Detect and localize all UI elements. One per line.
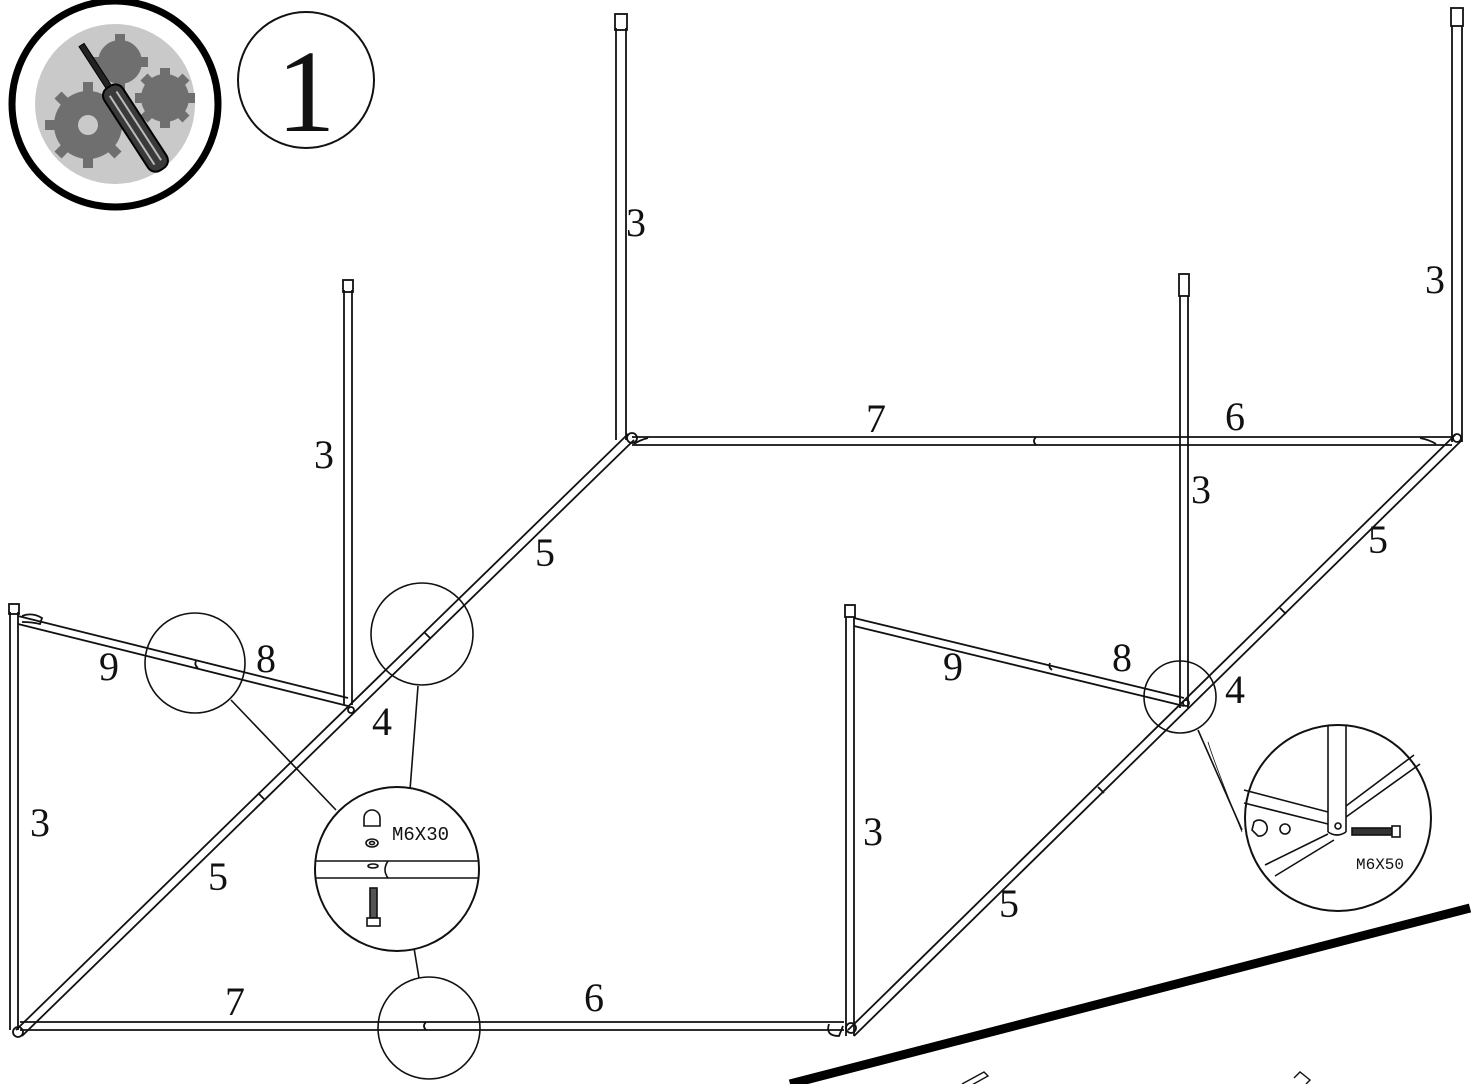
- label-diag-lower-right: 5: [999, 881, 1019, 926]
- callout-front-rail-joint: [377, 976, 481, 1080]
- label-joint-left-4: 4: [372, 699, 392, 744]
- callout-brace-joint: [144, 612, 246, 714]
- label-diag-lower-left: 5: [208, 854, 228, 899]
- label-brace-right-8: 8: [1112, 635, 1132, 680]
- label-brace-right-9: 9: [943, 644, 963, 689]
- pole-back-right-tall: [1450, 7, 1464, 442]
- pole-front-center: [844, 604, 856, 1036]
- bolt-label-m6x30: M6X30: [392, 824, 449, 846]
- detail-m6x50: M6X50: [1243, 724, 1432, 912]
- bolt-icon: [369, 887, 378, 919]
- callout-right-joint: [1143, 660, 1217, 734]
- label-pole-front-left: 3: [30, 800, 50, 845]
- detail-m6x30: M6X30: [314, 786, 480, 952]
- diag-right: [847, 433, 1463, 1037]
- label-joint-right-4: 4: [1225, 667, 1245, 712]
- label-rail-front-7: 7: [225, 979, 245, 1024]
- acorn-nut-icon: [363, 809, 381, 827]
- rail-front: [20, 1021, 844, 1031]
- pole-back-right-short: [1178, 273, 1190, 708]
- screwdriver-gears-icon: [8, 0, 222, 211]
- nut-icon: [365, 838, 379, 848]
- brace-right: [853, 617, 1185, 707]
- bolt-label-m6x50: M6X50: [1356, 856, 1404, 874]
- pole-back-left-short: [342, 279, 354, 705]
- label-diag-upper-left: 5: [535, 530, 555, 575]
- label-brace-left-8: 8: [256, 636, 276, 681]
- pole-front-left: [8, 603, 20, 1030]
- washer-icon: [1279, 823, 1291, 835]
- label-brace-left-9: 9: [99, 644, 119, 689]
- rail-back: [632, 436, 1452, 446]
- label-rail-front-6: 6: [584, 975, 604, 1020]
- partial-tubes: [961, 1071, 1312, 1087]
- brace-left: [17, 615, 349, 707]
- pole-back-center-tall: [614, 13, 628, 440]
- label-rail-back-7: 7: [866, 396, 886, 441]
- callout-diag-joint: [370, 582, 474, 686]
- bolt-icon: [1351, 827, 1395, 836]
- step-number: 1: [277, 26, 336, 157]
- label-pole-back-right-short: 3: [1191, 467, 1211, 512]
- label-rail-back-6: 6: [1225, 394, 1245, 439]
- diag-left: [15, 433, 635, 1037]
- step-number-badge: 1: [237, 11, 375, 157]
- label-pole-back-left: 3: [314, 432, 334, 477]
- callouts: [144, 582, 1243, 1080]
- label-pole-back-center: 3: [626, 200, 646, 245]
- acorn-nut-icon: [1251, 819, 1268, 837]
- ground-line: [788, 903, 1472, 1089]
- part-labels: 3 3 3 3 3 3 7 6 5 5 5 5 7 6 9 8 9 8 4 4: [30, 200, 1445, 1024]
- label-diag-upper-right: 5: [1368, 517, 1388, 562]
- label-pole-front-center: 3: [863, 809, 883, 854]
- label-pole-back-right-tall: 3: [1425, 257, 1445, 302]
- frame-tubes: [8, 7, 1464, 1038]
